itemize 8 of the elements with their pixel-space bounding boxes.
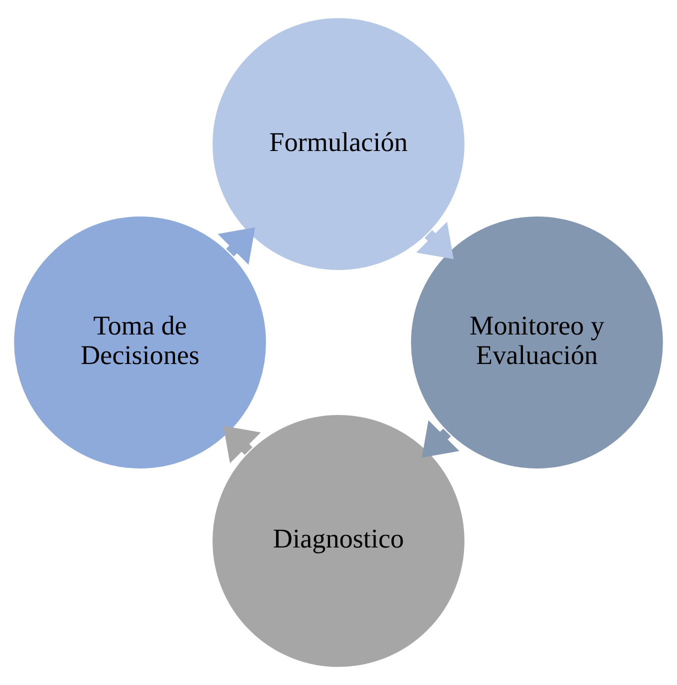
arrow (422, 420, 460, 458)
arrow (416, 222, 454, 260)
arrow (218, 227, 256, 265)
arrow (223, 426, 261, 464)
node-circle: Diagnostico (211, 414, 466, 668)
node-circle: Formulación (211, 16, 466, 272)
node-circle: Toma de Decisiones (12, 215, 268, 470)
node-circle: Monitoreo y Evaluación (410, 215, 664, 470)
